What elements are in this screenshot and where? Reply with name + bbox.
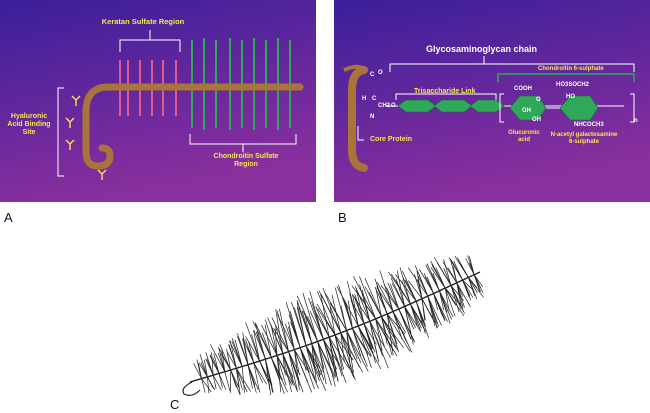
ho3soch2-label: HO3SOCH2	[556, 82, 590, 88]
panel-c-letter: C	[170, 397, 180, 412]
nhcoch3-label: NHCOCH3	[574, 122, 604, 128]
core-protein-label: Core Protein	[370, 136, 413, 143]
panel-b-glycosaminoglycan-diagram: Glycosaminoglycan chain Chondroitin 6-su…	[334, 0, 650, 202]
chem-h: H	[362, 96, 367, 102]
oh-lower-label: OH	[532, 117, 541, 123]
cooh-label: COOH	[514, 86, 532, 92]
panel-c-proteoglycan-aggregate	[170, 232, 510, 397]
chem-o-top: O	[378, 70, 383, 76]
core-protein-bracket	[348, 66, 368, 172]
panel-b-letter: B	[338, 210, 347, 225]
chem-n: N	[370, 114, 375, 120]
core-protein-strand	[82, 83, 304, 170]
chem-c-center: C	[372, 96, 377, 102]
chondroitin-6-sulphate-label: Chondroitin 6-sulphate	[538, 66, 604, 72]
trisaccharide-link-label: Trisaccharide Link	[414, 88, 476, 95]
panel-a-artwork	[0, 0, 316, 202]
disaccharide-units	[509, 95, 599, 121]
repeat-n-label: n	[634, 118, 638, 124]
proteoglycan-sketch	[182, 255, 485, 396]
panel-a-keratan-chondroitin-diagram: Keratan Sulfate Region Hyaluronic Acid B…	[0, 0, 316, 202]
chem-c: C	[370, 72, 375, 78]
n-acetyl-galactosamine-label: N-acetyl galactosamine 6-sulphate	[550, 132, 618, 145]
chondroitin-sulfate-label: Chondroitin Sulfate Region	[213, 153, 279, 168]
trisaccharide-units	[397, 99, 505, 113]
panel-b-artwork	[334, 0, 650, 202]
binding-site-marks	[65, 95, 107, 180]
ho-label: HO	[566, 94, 575, 100]
hyaluronic-acid-label: Hyaluronic Acid Binding Site	[7, 113, 51, 136]
keratan-sulfate-label: Keratan Sulfate Region	[101, 17, 185, 26]
glycosaminoglycan-chain-label: Glycosaminoglycan chain	[426, 44, 538, 54]
chem-ch2: CH2	[378, 103, 391, 109]
glucuronic-acid-label: Glucuronic acid	[508, 130, 540, 143]
ring-o-label: O	[536, 97, 541, 103]
chem-o-link: O	[391, 103, 396, 109]
oh-label: OH	[522, 108, 531, 114]
panel-a-letter: A	[4, 210, 13, 225]
